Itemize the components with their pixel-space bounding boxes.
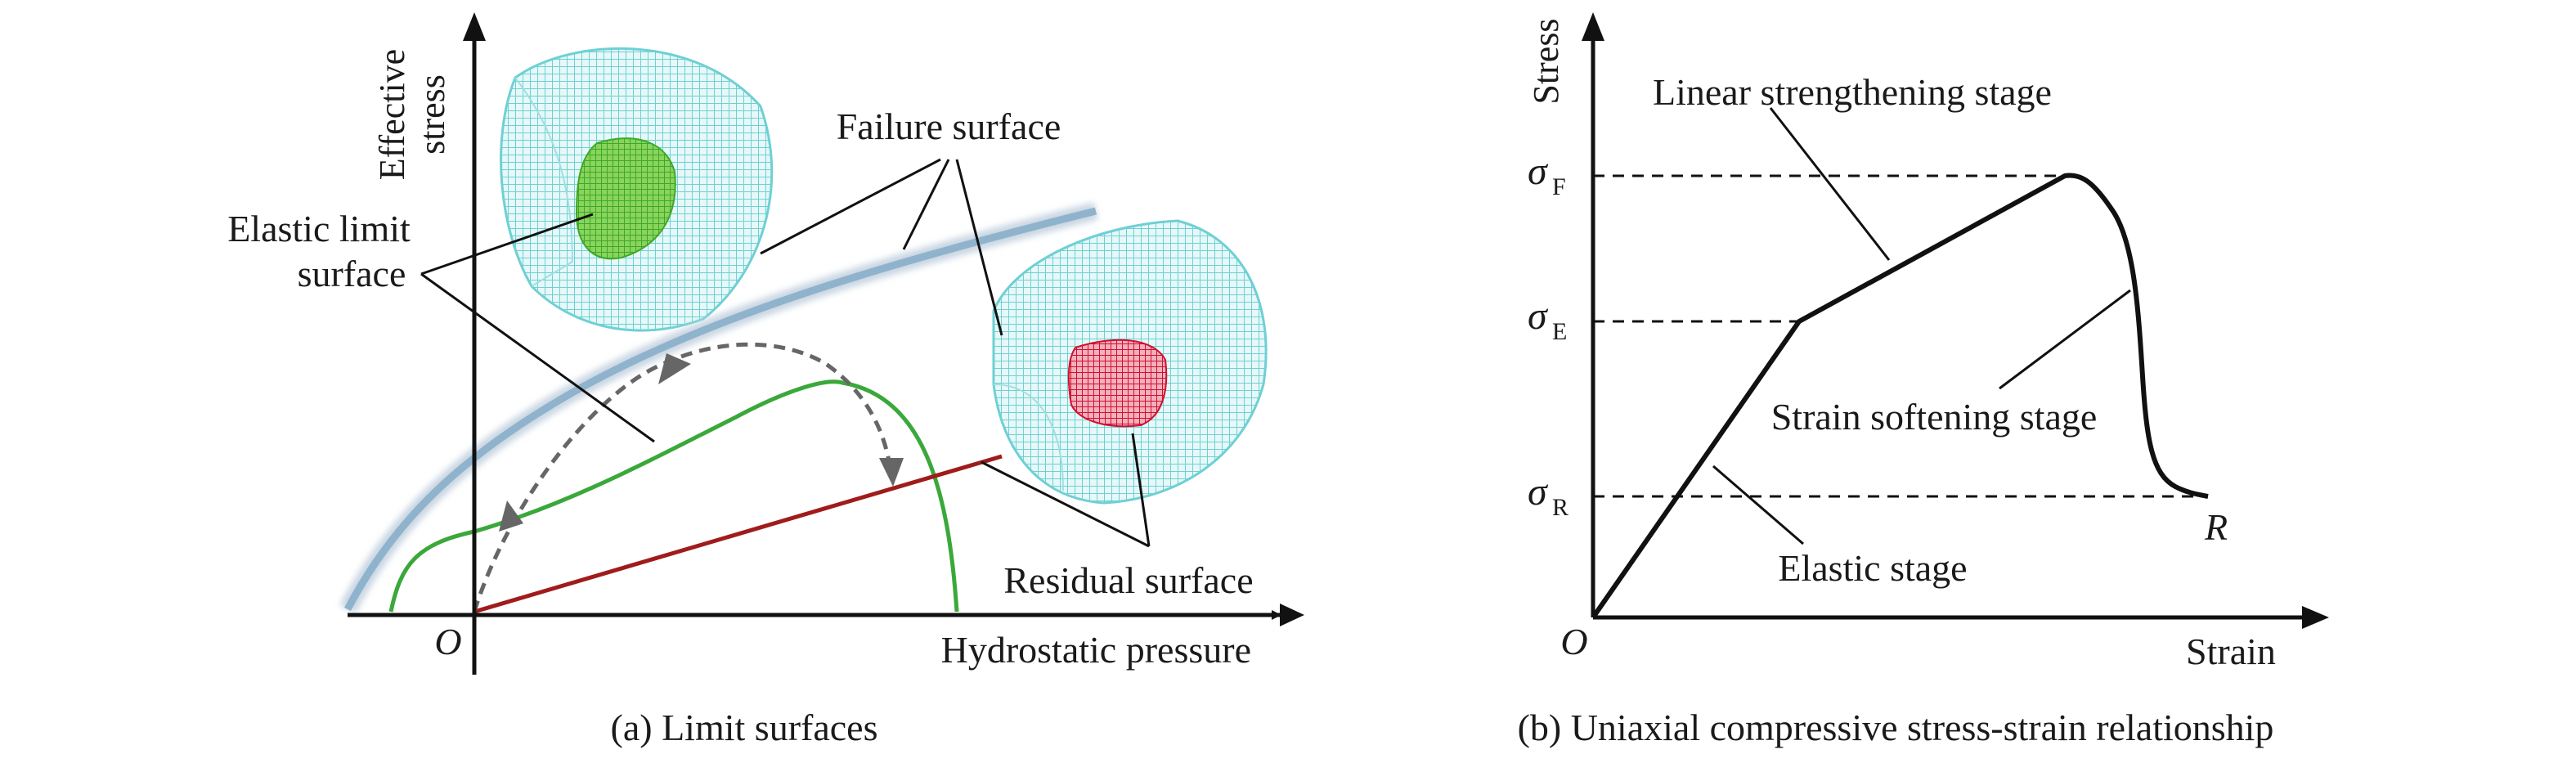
panel-b: Stress Strain O σ F σ E σ R R Linear str… (1518, 12, 2329, 748)
failure-leader-3 (955, 159, 1003, 336)
caption-b: (b) Uniaxial compressive stress-strain r… (1518, 707, 2274, 748)
origin-label-a: O (434, 621, 461, 662)
y-axis-label-line1: Effective (372, 49, 412, 180)
linear-stage-label: Linear strengthening stage (1653, 71, 2052, 113)
sigma-r-symbol: σ (1528, 470, 1549, 514)
x-axis-arrowhead (1280, 604, 1304, 626)
path-arrowhead-3 (879, 458, 904, 487)
residual-leader-1 (981, 460, 1150, 548)
origin-label-b: O (1560, 621, 1587, 662)
elastic-leader-1 (420, 213, 594, 276)
linear-stage-leader (1769, 107, 1891, 261)
failure-leader-2 (902, 159, 950, 250)
x-axis-label: Hydrostatic pressure (941, 629, 1251, 671)
path-arrowhead-1 (499, 500, 523, 532)
residual-surface-label: Residual surface (1003, 559, 1253, 601)
elastic-limit-curve (388, 379, 959, 613)
elastic-stage-label: Elastic stage (1778, 547, 1967, 589)
sigma-f-symbol: σ (1528, 150, 1549, 193)
sigma-r-subscript: R (1552, 494, 1568, 521)
elastic-limit-label-line1: Elastic limit (227, 208, 411, 249)
failure-leader-1 (760, 158, 941, 255)
x-axis-label-b: Strain (2186, 631, 2276, 672)
residual-leader-2 (1131, 433, 1151, 547)
y-axis-b-arrowhead (1582, 12, 1604, 41)
failure-surface-label: Failure surface (837, 105, 1061, 147)
sigma-e-subscript: E (1552, 318, 1567, 345)
residual-surface-mesh-icon (1067, 339, 1168, 428)
sigma-e-symbol: σ (1528, 294, 1549, 338)
x-axis-b-arrowhead (2302, 606, 2329, 629)
caption-a: (a) Limit surfaces (611, 707, 878, 748)
sigma-f-subscript: F (1552, 173, 1566, 200)
y-axis-arrowhead (463, 12, 486, 41)
residual-surface-line (473, 454, 1003, 614)
failure-surface-curve-core (344, 207, 1097, 612)
softening-stage-label: Strain softening stage (1771, 396, 2098, 438)
y-axis-label-b: Stress (1526, 18, 1566, 104)
loading-path-arrow (472, 342, 894, 613)
point-r-label: R (2204, 506, 2228, 548)
softening-stage-leader (1999, 289, 2131, 390)
elastic-stage-leader (1712, 465, 1804, 545)
elastic-limit-mesh-icon (575, 137, 676, 260)
stress-strain-curve (1591, 173, 2209, 619)
y-axis-label-line2: stress (412, 74, 452, 155)
path-arrowhead-2 (658, 353, 691, 384)
elastic-leader-2 (420, 272, 655, 443)
elastic-limit-label-line2: surface (298, 253, 406, 294)
panel-a: Effective stress Hydrostatic pressure O … (227, 12, 1304, 748)
